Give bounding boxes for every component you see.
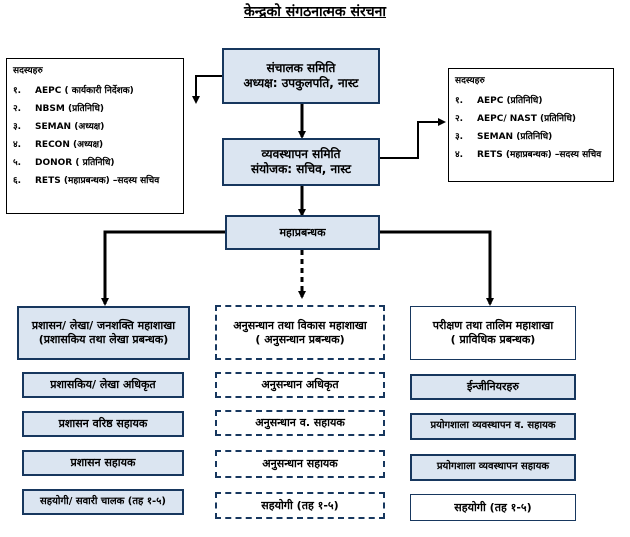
steering-members-header: सदस्यहरु [13,66,43,76]
admin-division-manager: (प्रशासकिय तथा लेखा प्रबन्धक) [38,333,169,346]
page-title: केन्द्रको संगठनात्मक संरचना [243,4,387,20]
member-number: ५. [13,157,22,168]
admin-division-name: प्रशासन/ लेखा/ जनशक्ति महाशाखा [31,319,176,333]
admin-division-head: प्रशासन/ लेखा/ जनशक्ति महाशाखा (प्रशासकि… [17,306,190,360]
management-committee-box: व्यवस्थापन समिति संयोजक: सचिव, नास्ट [222,138,380,186]
member-number: ४. [455,149,464,160]
member-text: SEMAN (प्रतिनिधि) [477,131,553,142]
testing-post-box: ईन्जीनियरहरु [410,374,576,400]
member-row: २. NBSM (प्रतिनिधि) [13,98,183,116]
research-post-box: अनुसन्धान अधिकृत [215,372,385,398]
management-members-header: सदस्यहरु [455,76,485,86]
steering-committee-chair: अध्यक्ष: उपकुलपति, नास्ट [243,76,359,90]
admin-post-box: प्रशासकिय/ लेखा अधिकृत [22,372,184,398]
member-text: DONOR ( प्रतिनिधि) [35,157,115,168]
research-post-box: सहयोगी (तह १-५) [215,492,385,519]
member-row: १. AEPC (प्रतिनिधि) [455,90,613,108]
member-row: ४. RECON (अध्यक्ष) [13,134,183,152]
steering-members-panel: सदस्यहरु १. AEPC ( कार्यकारी निर्देशक) २.… [6,58,184,214]
member-row: १. AEPC ( कार्यकारी निर्देशक) [13,80,183,98]
member-number: २. [13,103,22,114]
management-members-panel: सदस्यहरु १. AEPC (प्रतिनिधि) २. AEPC/ NAST… [448,68,614,182]
steering-committee-box: संचालक समिति अध्यक्ष: उपकुलपति, नास्ट [222,48,380,104]
member-number: ४. [13,139,22,150]
research-division-head: अनुसन्धान तथा विकास महाशाखा ( अनुसन्धान … [215,305,385,360]
member-row: ३. SEMAN (प्रतिनिधि) [455,126,613,144]
admin-post-label: प्रशासकिय/ लेखा अधिकृत [50,378,156,392]
member-row: ५. DONOR ( प्रतिनिधि) [13,152,183,170]
member-number: ६. [13,175,22,186]
steering-committee-name: संचालक समिति [266,61,336,75]
testing-division-head: परीक्षण तथा तालिम महाशाखा ( प्राविधिक प्… [410,306,576,360]
member-text: AEPC (प्रतिनिधि) [477,95,543,106]
research-post-label: अनुसन्धान व. सहायक [255,416,345,430]
member-text: SEMAN (अध्यक्ष) [35,121,105,132]
testing-post-box: सहयोगी (तह १-५) [410,494,576,521]
general-manager-box: महाप्रबन्धक [225,215,380,250]
general-manager-label: महाप्रबन्धक [279,225,326,239]
research-post-label: अनुसन्धान अधिकृत [261,378,339,392]
testing-post-label: प्रयोगशाला व्यवस्थापन व. सहायक [430,420,556,432]
testing-division-name: परीक्षण तथा तालिम महाशाखा [432,319,554,333]
member-text: RETS (महाप्रबन्धक) –सदस्य सचिव [35,175,160,186]
gm-to-admin-arrow [101,230,225,306]
management-committee-convener: संयोजक: सचिव, नास्ट [250,162,351,176]
management-committee-name: व्यवस्थापन समिति [261,147,341,161]
testing-post-box: प्रयोगशाला व्यवस्थापन सहायक [410,454,576,481]
testing-post-box: प्रयोगशाला व्यवस्थापन व. सहायक [410,413,576,440]
member-number: ३. [455,131,464,142]
member-row: ६. RETS (महाप्रबन्धक) –सदस्य सचिव [13,170,183,188]
admin-post-box: सहयोगी/ सवारी चालक (तह १-५) [22,489,184,515]
member-row: २. AEPC/ NAST (प्रतिनिधि) [455,108,613,126]
testing-post-label: ईन्जीनियरहरु [467,380,519,394]
member-number: ३. [13,121,22,132]
member-number: १. [13,85,22,96]
testing-post-label: प्रयोगशाला व्यवस्थापन सहायक [436,461,550,473]
research-division-name: अनुसन्धान तथा विकास महाशाखा [233,318,367,332]
member-number: २. [455,113,464,124]
testing-post-label: सहयोगी (तह १-५) [454,500,532,514]
research-post-label: अनुसन्धान सहायक [262,457,338,471]
research-division-manager: ( अनुसन्धान प्रबन्धक) [255,332,345,346]
research-post-box: अनुसन्धान व. सहायक [215,410,385,436]
member-row: ४. RETS (महाप्रबन्धक) –सदस्य सचिव [455,144,613,162]
management-to-right-members-arrow [380,118,446,159]
admin-post-label: सहयोगी/ सवारी चालक (तह १-५) [40,495,166,507]
member-text: RECON (अध्यक्ष) [35,139,104,150]
member-text: NBSM (प्रतिनिधि) [35,103,104,114]
steering-to-left-members-arrow [192,75,222,104]
testing-division-manager: ( प्राविधिक प्रबन्धक) [450,333,536,346]
gm-to-testing-arrow [380,230,494,306]
member-row: ३. SEMAN (अध्यक्ष) [13,116,183,134]
member-text: RETS (महाप्रबन्धक) –सदस्य सचिव [477,149,602,160]
admin-post-label: प्रशासन वरिष्ठ सहायक [58,417,148,431]
admin-post-box: प्रशासन वरिष्ठ सहायक [22,411,184,437]
research-post-box: अनुसन्धान सहायक [215,450,385,478]
research-post-label: सहयोगी (तह १-५) [261,498,339,512]
member-number: १. [455,95,464,106]
member-text: AEPC/ NAST (प्रतिनिधि) [477,113,576,124]
member-text: AEPC ( कार्यकारी निर्देशक) [35,85,134,96]
admin-post-box: प्रशासन सहायक [22,450,184,476]
admin-post-label: प्रशासन सहायक [70,456,136,470]
